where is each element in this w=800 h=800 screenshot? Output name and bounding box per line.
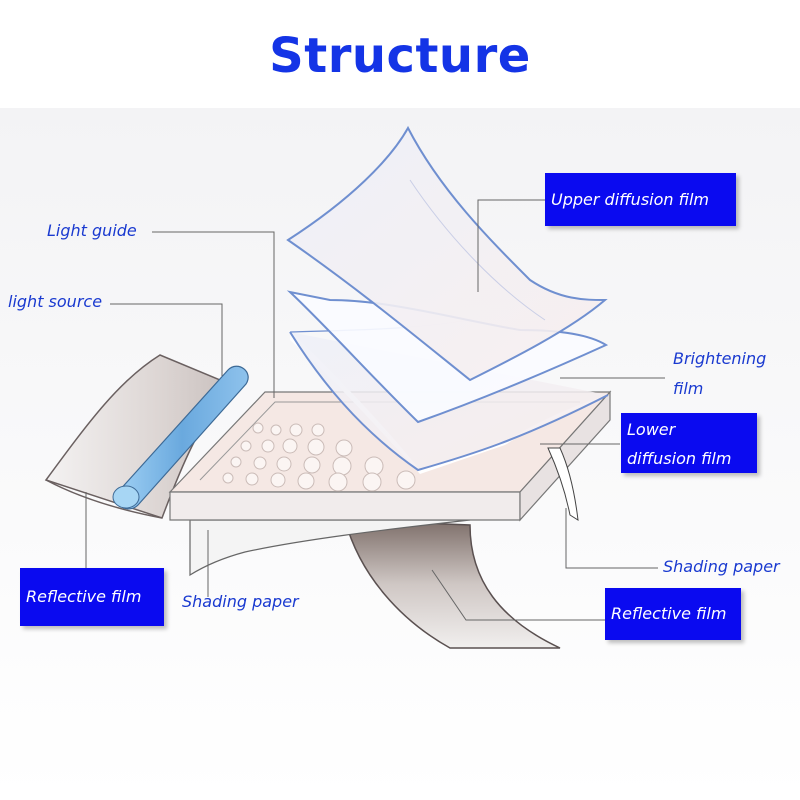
box-reflective-film-right: Reflective film: [605, 588, 741, 640]
box-lower-diffusion-line2: diffusion film: [627, 449, 732, 468]
label-brightening-film-line2: film: [673, 379, 704, 398]
box-lower-diffusion-film: Lower diffusion film: [621, 413, 757, 473]
label-light-source: light source: [8, 292, 103, 311]
shading-paper-right: [547, 447, 579, 521]
shading-paper-left: [189, 519, 471, 577]
label-brightening-film-line1: Brightening: [673, 349, 767, 368]
light-guide-side: [519, 390, 611, 522]
box-upper-diffusion-film: Upper diffusion film: [545, 173, 736, 226]
box-lower-diffusion-line1: Lower: [627, 420, 676, 439]
leader-lines: [85, 199, 665, 621]
label-shading-paper-right: Shading paper: [663, 557, 780, 576]
upper-diffusion-film: [286, 125, 608, 382]
light-source-tube: [112, 365, 249, 510]
reflective-film-left: [44, 354, 234, 519]
diagram-title: Structure: [269, 28, 531, 84]
label-shading-paper-left: Shading paper: [182, 592, 299, 611]
label-light-guide: Light guide: [47, 221, 137, 240]
light-guide-dots: [222, 422, 416, 492]
box-reflective-film-left: Reflective film: [20, 568, 164, 626]
light-guide-front: [169, 491, 521, 521]
reflective-film-bottom: [344, 519, 561, 649]
